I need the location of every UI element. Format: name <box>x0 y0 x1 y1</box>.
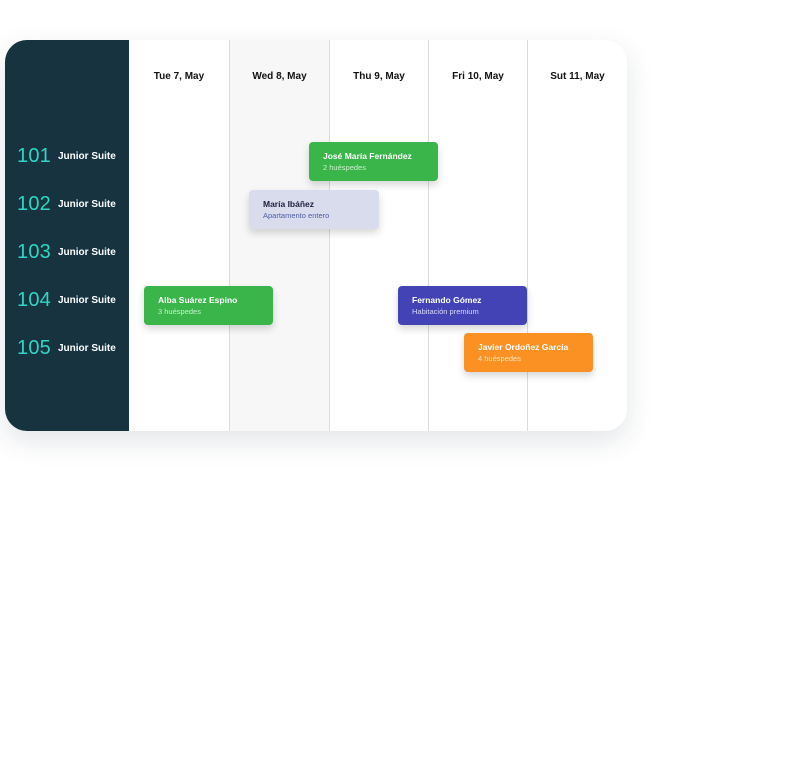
booking-card[interactable]: Javier Ordoñez García 4 huéspedes <box>464 333 593 372</box>
room-type: Junior Suite <box>58 150 116 162</box>
room-type: Junior Suite <box>58 342 116 354</box>
booking-detail: 4 huéspedes <box>478 354 521 363</box>
booking-card[interactable]: Fernando Gómez Habitación premium <box>398 286 527 325</box>
booking-guest-name: María Ibáñez <box>263 199 315 209</box>
room-number: 103 <box>17 240 51 263</box>
day-header: Sut 11, May <box>550 71 605 82</box>
booking-detail: 2 huéspedes <box>323 163 366 172</box>
rooms-sidebar: 101 Junior Suite 102 Junior Suite 103 Ju… <box>5 40 129 431</box>
booking-detail: 3 huéspedes <box>158 307 201 316</box>
room-row-105[interactable]: 105 Junior Suite <box>17 333 116 363</box>
booking-card[interactable]: María Ibáñez Apartamento entero <box>249 190 379 229</box>
day-column-sut-11: Sut 11, May <box>528 40 627 431</box>
booking-guest-name: Alba Suárez Espino <box>158 295 238 305</box>
day-header: Tue 7, May <box>153 71 205 82</box>
booking-guest-name: Javier Ordoñez García <box>478 342 569 352</box>
day-column-fri-10: Fri 10, May <box>429 40 528 431</box>
room-number: 105 <box>17 336 51 359</box>
booking-calendar: 101 Junior Suite 102 Junior Suite 103 Ju… <box>5 40 627 431</box>
room-row-104[interactable]: 104 Junior Suite <box>17 285 116 315</box>
room-type: Junior Suite <box>58 198 116 210</box>
booking-card[interactable]: José María Fernández 2 huéspedes <box>309 142 438 181</box>
day-header: Fri 10, May <box>452 71 504 82</box>
day-header: Wed 8, May <box>252 71 307 82</box>
booking-guest-name: Fernando Gómez <box>412 295 482 305</box>
room-type: Junior Suite <box>58 246 116 258</box>
room-row-102[interactable]: 102 Junior Suite <box>17 189 116 219</box>
room-row-103[interactable]: 103 Junior Suite <box>17 237 116 267</box>
booking-detail: Apartamento entero <box>263 211 330 220</box>
room-row-101[interactable]: 101 Junior Suite <box>17 141 116 171</box>
day-column-wed-8: Wed 8, May <box>230 40 330 431</box>
day-header: Thu 9, May <box>353 71 405 82</box>
room-type: Junior Suite <box>58 294 116 306</box>
room-number: 104 <box>17 288 51 311</box>
booking-detail: Habitación premium <box>412 307 479 316</box>
day-column-tue-7: Tue 7, May <box>129 40 230 431</box>
room-number: 102 <box>17 192 51 215</box>
day-column-thu-9: Thu 9, May <box>330 40 429 431</box>
booking-guest-name: José María Fernández <box>323 151 412 161</box>
booking-card[interactable]: Alba Suárez Espino 3 huéspedes <box>144 286 273 325</box>
room-number: 101 <box>17 144 51 167</box>
